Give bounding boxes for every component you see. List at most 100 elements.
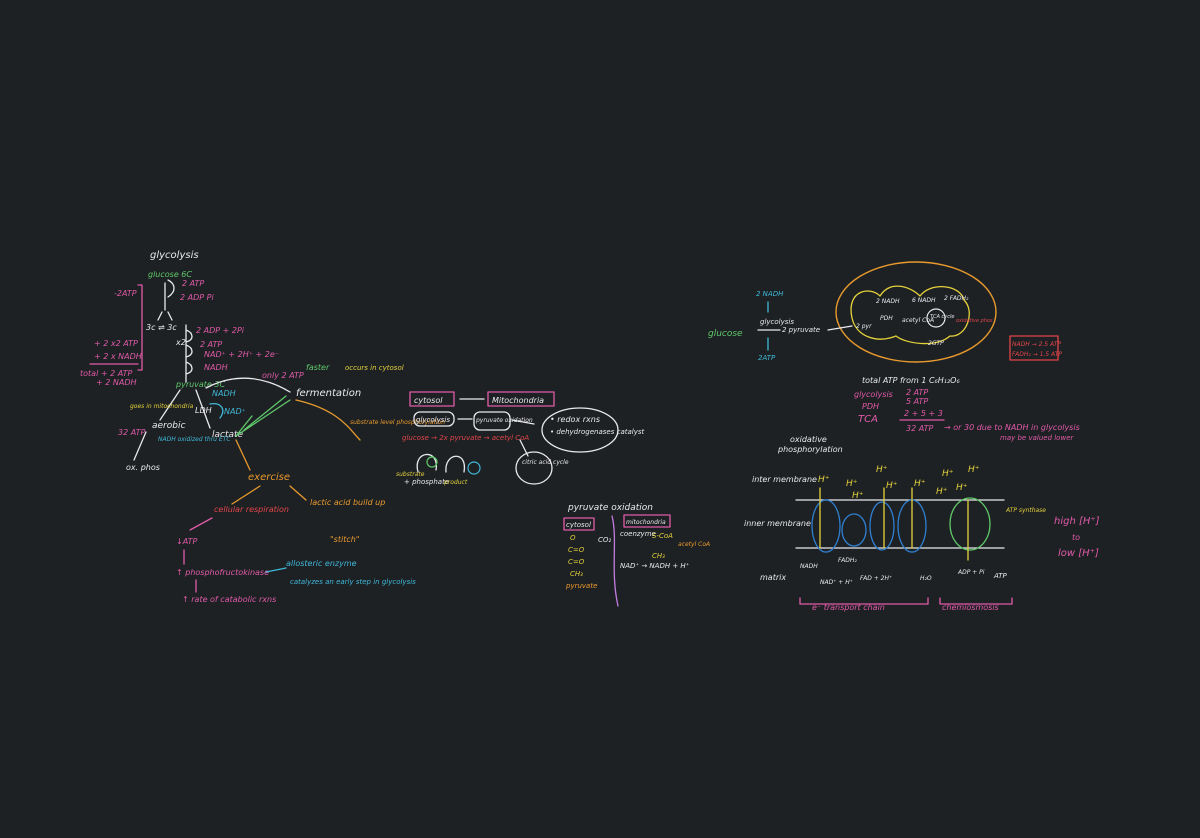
rate-label: ↑ rate of catabolic rxns [182, 595, 276, 604]
total-atp: total + 2 ATP [80, 369, 132, 378]
tca-glycolysis: glycolysis [760, 318, 794, 326]
chemi-label: chemiosmosis [942, 603, 999, 612]
stitch-label: "stitch" [330, 535, 360, 544]
atp-2b: 2 ATP [200, 340, 222, 349]
pyrox-ch3: CH₃ [570, 570, 583, 578]
tca-oxphos: oxidative phos [956, 318, 993, 324]
complex-2 [841, 513, 867, 547]
pyrox-arrow [511, 419, 535, 425]
tca-2pyr: 2 pyr [856, 323, 872, 330]
glycolysis-arrow-1 [164, 279, 175, 311]
enzyme-atp-1 [426, 456, 438, 468]
lactic-acid: lactic acid build up [310, 498, 385, 507]
pyruvate-branches: NADH LDH NAD⁺ lactate aerobic goes in mi… [118, 363, 416, 604]
plus-2-atp: + 2 x2 ATP [94, 339, 138, 348]
etc-nadh: NADH [800, 563, 818, 570]
pfk-label: ↑ phosphofructokinase [176, 568, 269, 577]
glycolysis-section: glycolysis glucose 6C 2 ATP 2 ADP Pi -2A… [80, 250, 279, 389]
etc-high: high [H⁺] [1054, 516, 1100, 527]
total-nadh: + 2 NADH [96, 378, 137, 387]
totals-note1: → or 30 due to NADH in glycolysis [944, 423, 1080, 432]
branch-lines [159, 377, 291, 429]
etc-atp-synthase: ATP synthase [1005, 507, 1046, 514]
nadh-label: NADH [204, 363, 228, 372]
redox-label: • redox rxns [550, 415, 600, 424]
citric-ellipse [515, 451, 553, 485]
etc-matrix: matrix [760, 573, 786, 582]
glycolysis-arrow-3 [185, 324, 193, 383]
compartments-section: cytosol Mitochondria substrate level pho… [350, 391, 644, 486]
product-lbl: product [443, 479, 468, 486]
adp-2pi: 2 ADP + 2Pi [196, 326, 245, 335]
allosteric-line [265, 567, 287, 573]
atp-32: 32 ATP [118, 428, 146, 437]
mito-outer [835, 261, 997, 363]
glycolysis-arrow-2 [157, 311, 173, 321]
pyrox-cytosol: cytosol [566, 521, 591, 529]
tca-pyruvate: 2 pyruvate [782, 326, 820, 334]
enzyme-atp-2 [467, 461, 481, 475]
resp-arrow [189, 517, 213, 531]
pyrox-coenzyme: coenzyme [620, 530, 656, 538]
tca-conv2: FADH₂ → 1.5 ATP [1012, 351, 1062, 358]
etc-brace [799, 597, 1013, 605]
x2-label: x2 [175, 338, 186, 347]
pyrox-title: pyruvate oxidation [567, 503, 653, 513]
tca-fadh2: 2 FADH₂ [944, 295, 969, 302]
atp-2: 2 ATP [182, 279, 204, 288]
tca-nadh2b: 2 NADH [876, 298, 900, 305]
etc-low: low [H⁺] [1058, 548, 1099, 559]
glycolysis-text: glycolysis [416, 416, 450, 424]
nad-rxn: NAD⁺ + 2H⁺ + 2e⁻ [204, 350, 279, 359]
tca-nadh2: 2 NADH [756, 290, 784, 298]
tca-acetyl: acetyl CoA [902, 317, 934, 324]
etc-nad: NAD⁺ + H⁺ [820, 579, 853, 586]
etc-to: to [1072, 533, 1080, 542]
glycolysis-box [413, 411, 455, 427]
pyrox-box [473, 411, 511, 431]
mito-text: Mitochondria [492, 396, 544, 405]
totals-pdh: PDH [862, 402, 879, 411]
pyrox-ch3b: CH₃ [652, 552, 665, 560]
h-plus-4: H⁺ [876, 465, 888, 475]
aerobic-label: aerobic [152, 421, 185, 431]
nad-plus: NAD⁺ [224, 407, 246, 416]
atp-synthase-shape [949, 497, 991, 551]
pyrox-text: pyruvate oxidation [475, 417, 533, 424]
totals-glycolysis: glycolysis [854, 390, 893, 399]
citric-label: citric acid cycle [522, 459, 569, 466]
h-plus-3: H⁺ [852, 491, 864, 501]
tca-conv1: NADH → 2.5 ATP [1012, 341, 1061, 348]
mito-note: goes in mitochondria [130, 403, 194, 410]
tca-gtp: 2GTP [928, 340, 944, 347]
plus-phosphate: + phosphate [404, 478, 449, 486]
redox-ellipse [541, 407, 619, 453]
h-plus-10: H⁺ [956, 483, 968, 493]
tca-nadh6: 6 NADH [912, 297, 936, 304]
enzyme-shape-2 [445, 455, 466, 473]
complex-3 [869, 501, 895, 551]
etc-inner: inner membrane [744, 519, 811, 528]
complexes [811, 487, 991, 561]
totals-header: total ATP from 1 C₆H₁₂O₆ [862, 376, 960, 385]
h-plus-7: H⁺ [942, 469, 954, 479]
totals-section: total ATP from 1 C₆H₁₂O₆ glycolysis 2 AT… [854, 376, 1080, 442]
etc-inter: inter membrane [752, 475, 817, 484]
tca-glucose: glucose [708, 329, 743, 339]
pyrox-scoa: S-CoA [652, 532, 673, 540]
adp-2: 2 ADP Pi [180, 293, 214, 302]
complex-1 [811, 499, 841, 553]
lactate-label: lactate [212, 430, 244, 440]
pyrox-acetyl: acetyl CoA [678, 541, 710, 548]
tca-pdh: PDH [880, 315, 893, 322]
h-plus-2: H⁺ [846, 479, 858, 489]
pyrox-nad: NAD⁺ → NADH + H⁺ [620, 562, 690, 570]
nad-curve [209, 403, 224, 419]
etc-fadh: FADH₂ [838, 557, 857, 564]
cellular-resp: cellular respiration [214, 505, 289, 514]
etc-label: e⁻ transport chain [812, 603, 885, 612]
tca-cycle-label: TCA cycle [930, 314, 954, 320]
cytosol-text: cytosol [414, 396, 443, 405]
allosteric-label: allosteric enzyme [286, 559, 357, 568]
totals-glycolysis-val: 2 ATP [906, 388, 928, 397]
